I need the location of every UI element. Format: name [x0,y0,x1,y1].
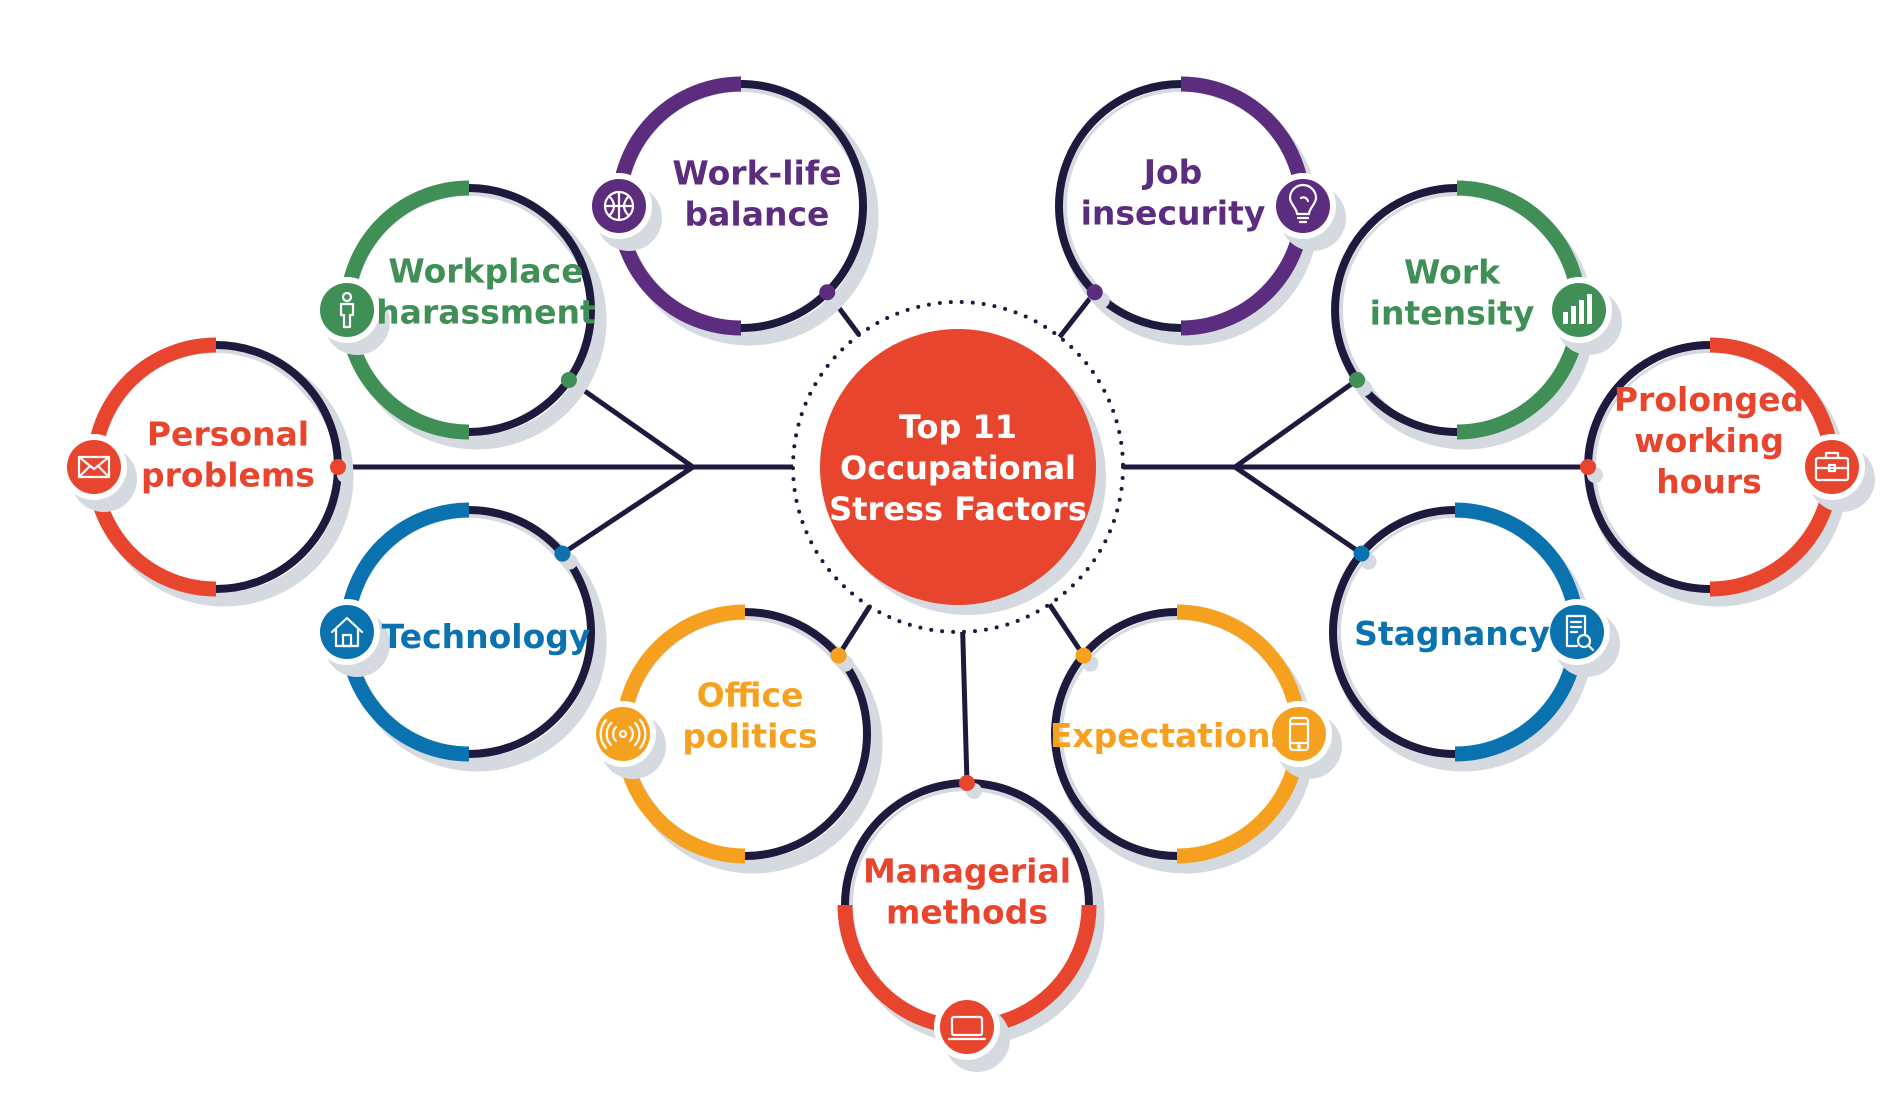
technology-connector [559,464,696,557]
node-label: Technology [382,617,591,656]
briefcase-icon [1814,451,1850,482]
icon-badge [1272,707,1326,761]
icon-badge [320,283,374,337]
node-label: working [1634,421,1784,460]
connector-dot [330,459,346,475]
ring-dark-arc [1051,608,1178,860]
icon-badge [596,707,650,761]
connector-dot [1349,371,1366,388]
person-icon [339,291,355,329]
ring-fill [355,518,583,746]
icon-badge [67,440,121,494]
icon-badge [940,1000,994,1054]
stagnancy-connector [1232,464,1365,557]
center-circle [820,329,1096,605]
node-label: Workplace [388,252,583,291]
node-label: Stagnancy [1354,614,1550,653]
node-label: insecurity [1081,194,1266,233]
expectations-connector [1044,598,1087,659]
node-label: problems [141,456,315,495]
connector-dot [1580,459,1596,475]
ring-fill [631,620,859,848]
node-label: Office [697,676,804,715]
ring-fill [627,92,855,320]
connector-dot [819,284,836,301]
ring-fill [102,353,330,581]
center-title-line: Occupational [840,449,1076,487]
connector-dot [1353,545,1370,562]
ring-dark-arc [1331,184,1458,436]
node-label: intensity [1370,294,1535,333]
node-label: politics [682,717,817,756]
node-label: Work [1404,253,1501,292]
document-search-icon [1565,614,1595,652]
node-label: Job [1142,153,1203,192]
ring-dark-arc [1055,80,1182,332]
ring-dark-arc [1329,506,1456,758]
broadcast-icon [599,718,647,750]
ring-fill [1596,353,1824,581]
connector-dot [554,545,571,562]
center-title-line: Top 11 [899,408,1017,446]
ring-fill [1343,196,1571,424]
connector-dot [1086,284,1103,301]
envelope-icon [77,455,111,479]
ring-fill [853,791,1081,1019]
node-stagnancy: Stagnancy [1329,502,1620,772]
icon-badge [1276,179,1330,233]
work-intensity-connector [1232,377,1360,470]
connector-dot [959,775,975,791]
globe-icon [603,190,635,222]
ring-fill [1063,620,1291,848]
node-label: harassment [376,293,596,332]
connector-dot [1075,647,1092,664]
node-label: balance [685,195,830,234]
ring-dark-arc [744,608,871,860]
ring-dark-arc [740,80,867,332]
lightbulb-icon [1288,183,1318,224]
ring-dark-arc [468,184,595,436]
node-label: Personal [147,415,309,454]
connector-dot [830,647,847,664]
office-politics-connector [835,600,875,659]
node-expectations: Expectations [1050,604,1342,874]
home-icon [330,616,364,648]
center-title-line: Stress Factors [829,490,1087,528]
icon-badge [320,605,374,659]
managerial-methods-connector [960,625,970,786]
connector-lines [335,289,1591,786]
node-label: Work-life [672,154,841,193]
laptop-icon [947,1015,987,1041]
ring-dark-arc [468,506,595,758]
bar-chart-icon [1563,294,1592,324]
node-technology: Technology [314,502,607,772]
node-label: hours [1656,462,1762,501]
job-insecurity-connector [1054,289,1098,343]
phone-icon [1288,716,1310,752]
workplace-harassment-connector [566,377,696,470]
node-label: Expectations [1050,716,1290,755]
ring-fill [1067,92,1295,320]
connector-dot [560,371,577,388]
node-label: Prolonged [1614,380,1804,419]
node-label: methods [886,893,1048,932]
node-label: Managerial [863,852,1071,891]
ring-fill [355,196,583,424]
ring-fill [1341,518,1569,746]
